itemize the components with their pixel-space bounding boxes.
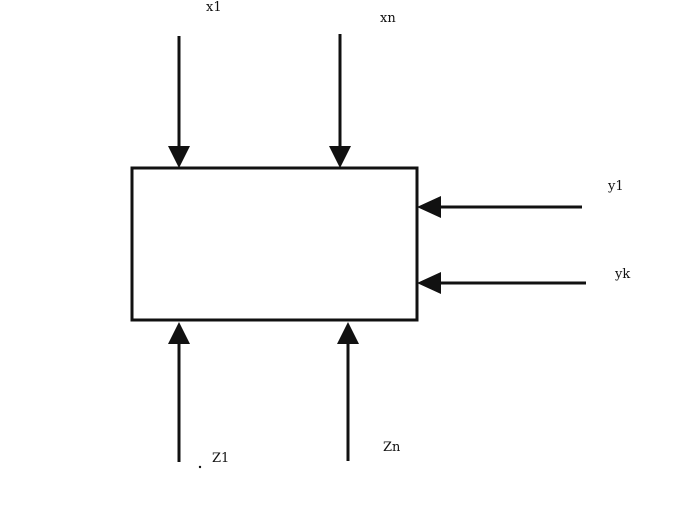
scan-speck (198, 465, 202, 469)
arrow-y1 (417, 196, 582, 218)
label-y1: y1 (607, 179, 624, 194)
arrow-zn (337, 322, 359, 461)
arrow-z1 (168, 322, 190, 462)
arrow-x1 (168, 36, 190, 168)
system-block (130, 166, 419, 322)
label-x1: x1 (206, 0, 222, 15)
label-z1: Z1 (212, 451, 229, 466)
label-yk: yk (614, 267, 630, 282)
arrow-yk (417, 272, 586, 294)
arrow-xn (329, 34, 351, 168)
label-xn: xn (380, 11, 396, 26)
label-zn: Zn (383, 440, 401, 455)
